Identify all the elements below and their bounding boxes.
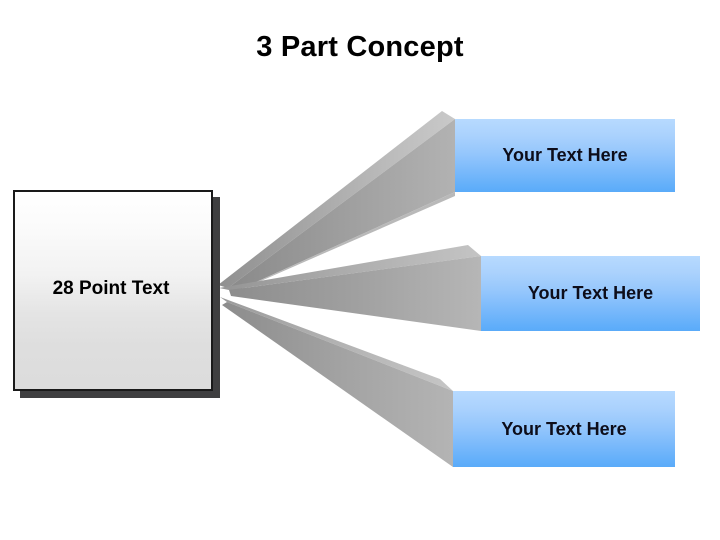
wedge-top-group bbox=[218, 111, 455, 294]
wedge-middle-topface bbox=[219, 245, 481, 290]
result-box-2-label: Your Text Here bbox=[527, 283, 654, 303]
result-box-1-label: Your Text Here bbox=[502, 145, 628, 165]
wedge-top-topface bbox=[218, 111, 455, 288]
wedge-top-frontface bbox=[228, 119, 455, 293]
result-box-2[interactable]: Your Text Here bbox=[481, 256, 700, 331]
wedge-bottom-topface bbox=[220, 297, 453, 391]
wedge-middle-group bbox=[219, 245, 481, 331]
result-box-1[interactable]: Your Text Here bbox=[455, 119, 675, 192]
page-title: 3 Part Concept bbox=[256, 31, 464, 63]
source-box-label: 28 Point Text bbox=[52, 277, 170, 299]
result-box-3-label: Your Text Here bbox=[501, 418, 627, 439]
wedge-top-bottomedge bbox=[231, 192, 455, 294]
source-box[interactable] bbox=[13, 190, 213, 391]
wedge-bottom-frontface bbox=[222, 302, 453, 467]
source-box-container[interactable]: 28 Point Text bbox=[13, 190, 220, 398]
result-box-3[interactable]: Your Text Here bbox=[453, 391, 675, 467]
wedge-middle-frontface bbox=[229, 256, 481, 331]
wedge-bottom-group bbox=[220, 297, 453, 467]
